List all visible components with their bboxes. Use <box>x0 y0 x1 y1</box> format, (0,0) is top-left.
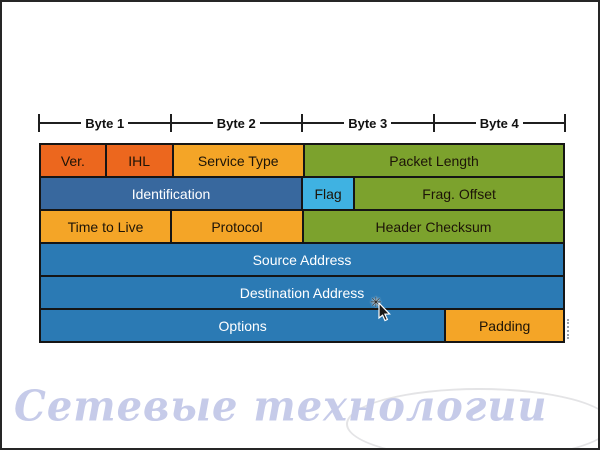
field-cell-protocol: Protocol <box>172 211 304 242</box>
byte-ruler: Byte 1 Byte 2 Byte 3 Byte 4 <box>38 112 566 134</box>
field-cell-ver: Ver. <box>41 145 107 176</box>
field-cell-flag: Flag <box>302 178 356 209</box>
field-cell-header-checksum: Header Checksum <box>304 211 563 242</box>
field-cell-time-to-live: Time to Live <box>41 211 172 242</box>
field-cell-source-address: Source Address <box>41 244 563 275</box>
field-cell-service-type: Service Type <box>173 145 305 176</box>
ruler-segment-byte-1: Byte 1 <box>38 112 171 134</box>
pointer-arrow-icon <box>378 303 391 322</box>
ruler-tick <box>564 114 566 132</box>
watermark-text: Сетевые технологии <box>14 381 548 432</box>
ruler-label: Byte 2 <box>212 115 260 131</box>
field-cell-identification: Identification <box>41 178 303 209</box>
ruler-tick <box>432 114 435 132</box>
field-cell-frag-offset: Frag. Offset <box>355 178 563 209</box>
field-cell-destination-address: Destination Address <box>41 277 563 308</box>
sparkle-icon: ✳ <box>370 294 382 310</box>
faint-oval-shape <box>346 388 598 448</box>
ruler-tick <box>169 114 172 132</box>
ruler-segment-byte-2: Byte 2 <box>169 112 302 134</box>
ruler-label: Byte 1 <box>81 115 129 131</box>
ruler-tick <box>301 114 303 132</box>
ruler-label: Byte 4 <box>475 115 523 131</box>
ruler-segment-byte-3: Byte 3 <box>301 112 434 134</box>
micro-vertical-mark <box>567 319 573 339</box>
ruler-label: Byte 3 <box>344 115 392 131</box>
field-cell-padding: Padding <box>446 310 563 341</box>
ruler-tick <box>38 114 40 132</box>
header-row: Source Address <box>41 244 563 277</box>
field-cell-packet-length: Packet Length <box>305 145 563 176</box>
ruler-segment-byte-4: Byte 4 <box>432 112 566 134</box>
field-cell-ihl: IHL <box>106 145 174 176</box>
mouse-cursor-icon: ✳ <box>370 294 396 326</box>
header-row: Destination Address <box>41 277 563 310</box>
